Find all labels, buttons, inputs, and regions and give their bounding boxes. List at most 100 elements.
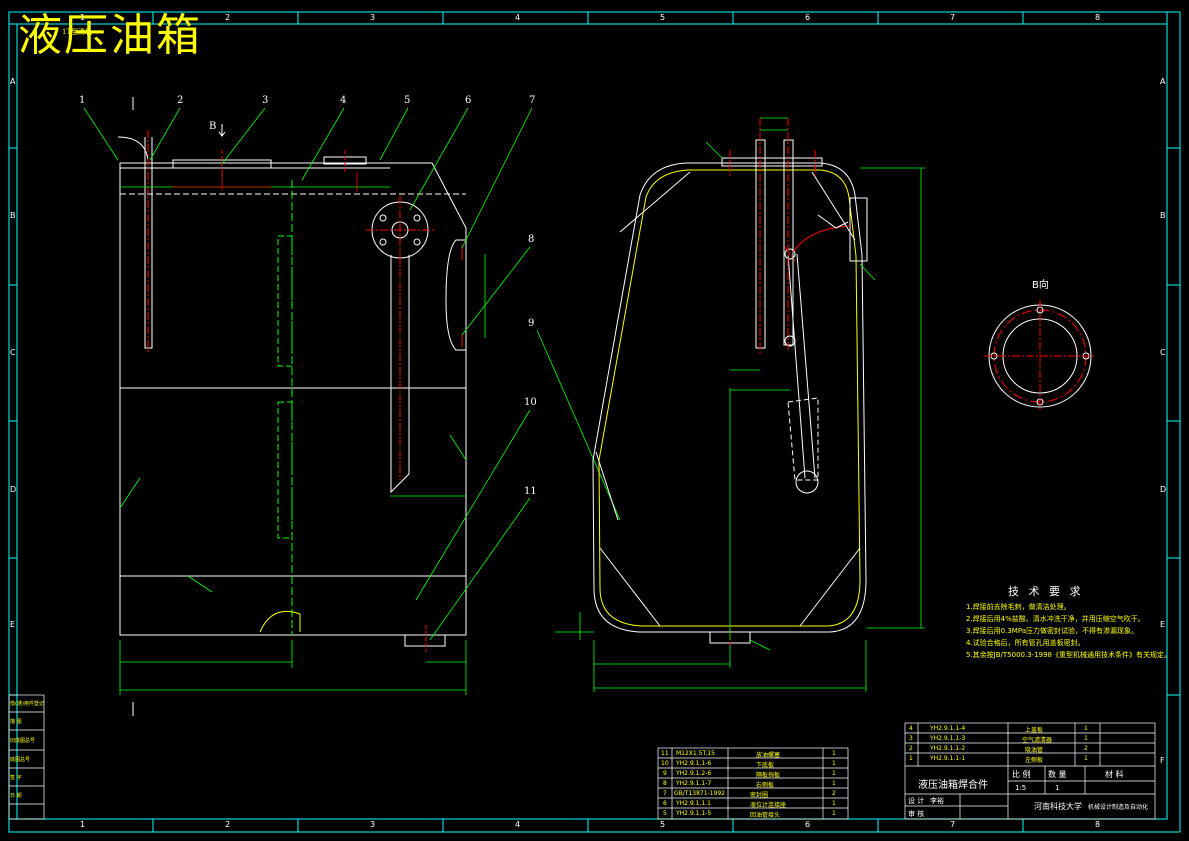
part-no: 5 <box>663 810 667 817</box>
part-qty: 1 <box>832 810 836 817</box>
part-code: YH2.9.1.1-2 <box>930 745 966 752</box>
part-code: YH2.9.1.1-1 <box>930 755 966 762</box>
part-qty: 1 <box>832 750 836 757</box>
callout-4: 4 <box>340 95 347 106</box>
school-name: 河南科技大学 <box>1034 802 1082 811</box>
b-view <box>984 300 1096 412</box>
part-name: 回油管接头 <box>750 812 781 819</box>
assembly-name: 液压油箱焊合件 <box>918 780 988 791</box>
front-view <box>117 97 467 716</box>
col-label: 8 <box>1095 820 1101 829</box>
designer-name: 李裕 <box>930 797 944 805</box>
part-code: M12X1.5T.15 <box>676 750 715 757</box>
col-label: 4 <box>515 820 521 829</box>
col-label: 3 <box>370 820 376 829</box>
row-label: F <box>1160 756 1165 765</box>
col-label: 3 <box>370 13 376 22</box>
inner-frame <box>8 11 1168 820</box>
part-name: 空气滤清器 <box>1022 737 1053 744</box>
part-name: 吸油管 <box>1025 747 1044 754</box>
col-label: 8 <box>1095 13 1101 22</box>
title-block <box>904 722 1156 820</box>
part-name: 右侧板 <box>756 782 775 789</box>
part-no: 6 <box>663 800 667 807</box>
row-label: A <box>10 77 16 86</box>
left-strip-label: 借(通)用件登记 <box>10 701 44 707</box>
col-label: 1 <box>80 820 86 829</box>
part-qty: 1 <box>1084 735 1088 742</box>
parts-table <box>657 747 849 820</box>
material-label: 材 料 <box>1105 770 1124 779</box>
reviewer-label: 审 核 <box>908 810 925 818</box>
col-label: 2 <box>225 13 231 22</box>
tech-line: 4.试验合格后，所有管孔用盖板密封。 <box>966 639 1085 647</box>
left-strip-label: 日 期 <box>10 793 22 799</box>
part-name: 放油螺塞 <box>756 752 781 759</box>
part-no: 8 <box>663 780 667 787</box>
part-qty: 1 <box>832 770 836 777</box>
row-label: B <box>10 211 16 220</box>
row-label: D <box>10 485 17 494</box>
part-name: 下底板 <box>756 762 775 769</box>
col-label: 5 <box>660 820 666 829</box>
b-view-label: B向 <box>1032 280 1049 291</box>
row-label: C <box>1160 348 1166 357</box>
tech-line: 5.其余按JB/T5000.3-1998《重型机械通用技术条件》有关规定。 <box>966 651 1172 659</box>
left-strip-label: 底图总号 <box>10 757 31 763</box>
tech-requirements-title: 技 术 要 求 <box>1008 585 1084 598</box>
outer-frame <box>8 11 1181 833</box>
tech-line: 2.焊接后用4%盐酸、清水冲洗干净，并用压缩空气吹干。 <box>966 615 1145 623</box>
row-label: A <box>1160 77 1166 86</box>
scale-value: 1:5 <box>1015 784 1027 792</box>
part-code: YH2.9.1.1-5 <box>676 810 712 817</box>
part-qty: 1 <box>832 800 836 807</box>
part-no: 4 <box>909 725 913 732</box>
part-code: YH2.9.1.1-6 <box>676 760 712 767</box>
row-label: B <box>1160 211 1166 220</box>
left-strip-label: 旧底图总号 <box>10 738 36 744</box>
top-left-small-label: 1T型滑轨 <box>62 28 93 36</box>
part-name: 密封圈 <box>750 792 769 799</box>
col-label: 2 <box>225 820 231 829</box>
col-label: 7 <box>950 13 956 22</box>
part-qty: 1 <box>832 760 836 767</box>
left-strip-label: 描 图 <box>10 719 22 725</box>
col-label: 6 <box>805 820 811 829</box>
part-no: 10 <box>661 760 669 767</box>
part-code: YH2.9.1.1.1 <box>676 800 711 807</box>
callout-10: 10 <box>524 397 537 408</box>
part-code: YH2.9.1.1-3 <box>930 735 966 742</box>
callout-1: 1 <box>79 95 86 106</box>
row-label: E <box>1160 620 1166 629</box>
col-label: 1 <box>80 13 86 22</box>
part-no: 3 <box>909 735 913 742</box>
callout-3: 3 <box>262 95 269 106</box>
part-qty: 1 <box>1084 725 1088 732</box>
row-label: D <box>1160 485 1167 494</box>
callout-6: 6 <box>465 95 472 106</box>
callout-9: 9 <box>528 318 535 329</box>
designer-label: 设 计 <box>908 797 925 805</box>
col-label: 6 <box>805 13 811 22</box>
qty-value: 1 <box>1055 784 1060 792</box>
part-name: 液位计连接座 <box>750 802 787 809</box>
part-code: YH2.9.1.1-7 <box>676 780 712 787</box>
tech-line: 1.焊接前去除毛刺，做清洁处理。 <box>966 603 1071 611</box>
callout-5: 5 <box>404 95 411 106</box>
part-qty: 2 <box>1084 745 1088 752</box>
part-name: 左侧板 <box>1025 757 1044 764</box>
left-strip-label: 签 字 <box>10 775 22 781</box>
col-label: 7 <box>950 820 956 829</box>
part-name: 上盖板 <box>1025 727 1044 734</box>
scale-label: 比 例 <box>1012 770 1031 779</box>
part-code: GB/T13871-1992 <box>674 790 725 797</box>
callout-11: 11 <box>524 486 537 497</box>
part-no: 9 <box>663 770 667 777</box>
part-code: YH2.9.1.2-6 <box>676 770 712 777</box>
part-qty: 1 <box>1084 755 1088 762</box>
col-label: 5 <box>660 13 666 22</box>
callout-2: 2 <box>177 95 184 106</box>
row-label: C <box>10 348 16 357</box>
part-no: 11 <box>661 750 669 757</box>
